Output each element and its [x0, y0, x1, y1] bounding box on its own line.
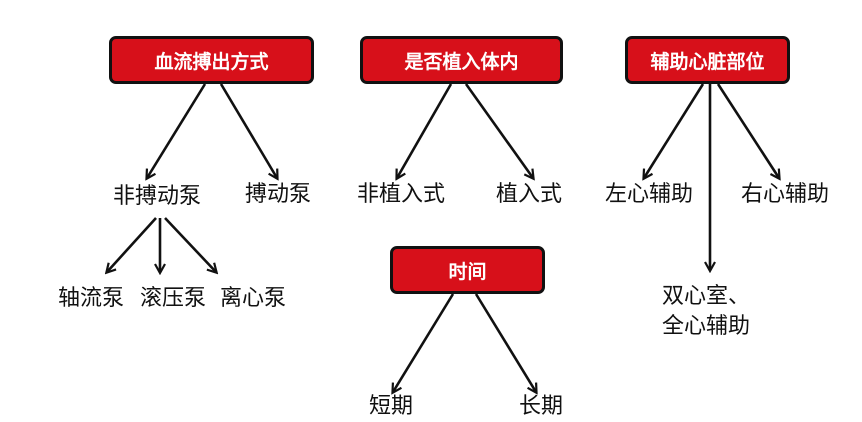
leaf-bi-assist-line1: 双心室、: [662, 284, 751, 309]
arrow-implant-to-implant: [464, 83, 533, 178]
arrow-position-to-left: [644, 83, 705, 178]
leaf-long-term: 长期: [518, 394, 563, 419]
arrow-duration-to-long: [474, 293, 536, 392]
category-box-implant: 是否植入体内: [360, 36, 563, 84]
leaf-short-term: 短期: [368, 394, 413, 419]
arrow-position-to-right: [716, 83, 779, 178]
leaf-axial-flow: 轴流泵: [57, 286, 124, 311]
arrow-to-centrifugal: [164, 217, 216, 272]
leaf-non-implant: 非植入式: [356, 182, 445, 207]
leaf-bi-assist: 双心室、 全心辅助: [662, 282, 772, 342]
arrow-pumping-to-non-pulsatile: [147, 83, 207, 178]
category-box-duration: 时间: [390, 246, 545, 294]
leaf-non-pulsatile: 非搏动泵: [112, 184, 201, 209]
leaf-centrifugal: 离心泵: [219, 286, 286, 311]
leaf-implant: 植入式: [495, 182, 562, 207]
leaf-pulsatile: 搏动泵: [244, 182, 311, 207]
arrow-pumping-to-pulsatile: [219, 83, 277, 178]
leaf-left-assist: 左心辅助: [604, 182, 693, 207]
arrow-duration-to-short: [393, 293, 455, 392]
arrow-implant-to-non-implant: [397, 83, 453, 178]
category-box-pumping: 血流搏出方式: [109, 36, 314, 84]
category-box-position: 辅助心脏部位: [625, 36, 790, 84]
leaf-bi-assist-line2: 全心辅助: [662, 314, 751, 339]
leaf-right-assist: 右心辅助: [740, 182, 829, 207]
leaf-roller: 滚压泵: [139, 286, 206, 311]
arrow-to-axial-flow: [107, 217, 157, 272]
